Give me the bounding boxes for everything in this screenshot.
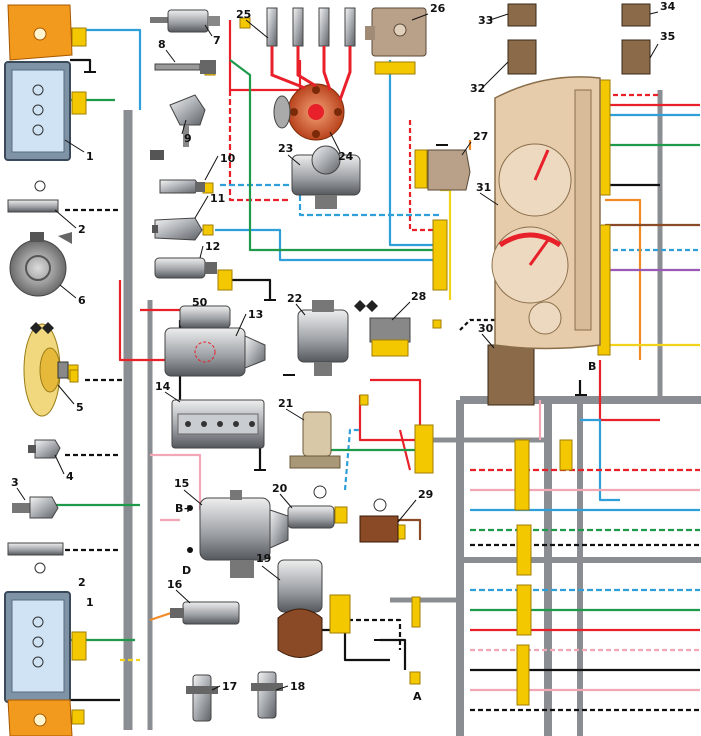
sensor-17 <box>186 674 218 722</box>
label-26: 26 <box>430 2 446 15</box>
wiper-motor <box>277 559 323 658</box>
alternator <box>187 490 289 578</box>
side-repeater-bottom <box>7 542 64 574</box>
label-29: 29 <box>418 488 433 501</box>
terminal-b-plus: B+ <box>175 502 193 515</box>
sensor-3 <box>12 496 59 519</box>
sensor-18 <box>251 671 283 719</box>
component-30 <box>487 323 535 406</box>
ground-symbols <box>84 71 587 641</box>
ignition-coil <box>291 145 361 209</box>
sensor-16 <box>170 601 240 625</box>
label-22: 22 <box>287 292 302 305</box>
distributor-cap <box>273 83 345 141</box>
sensor-12 <box>154 257 217 279</box>
label-32: 32 <box>470 82 485 95</box>
label-7: 7 <box>213 34 221 47</box>
label-13: 13 <box>248 308 263 321</box>
label-8: 8 <box>158 38 166 51</box>
label-25: 25 <box>236 8 251 21</box>
side-repeater-top <box>7 180 59 213</box>
label-24: 24 <box>338 150 354 163</box>
terminal-labels: B+ D A B <box>175 360 596 703</box>
switch-35 <box>621 39 651 75</box>
ignition-switch <box>365 7 427 57</box>
label-2-bottom: 2 <box>78 576 86 589</box>
sensor-8 <box>154 60 216 74</box>
label-3: 3 <box>11 476 19 489</box>
washer-pump <box>289 411 341 469</box>
label-9: 9 <box>184 132 192 145</box>
radiator-fan <box>23 322 69 417</box>
label-2-top: 2 <box>78 223 86 236</box>
terminal-b: B <box>588 360 596 373</box>
label-12: 12 <box>205 240 220 253</box>
label-31: 31 <box>476 181 491 194</box>
label-50: 50 <box>192 296 208 309</box>
ht-leads <box>270 46 352 101</box>
sensor-7 <box>150 9 220 33</box>
horn <box>9 232 72 297</box>
label-28: 28 <box>411 290 426 303</box>
spark-plugs <box>266 7 356 47</box>
headlight-left-top <box>4 4 73 161</box>
label-34: 34 <box>660 0 676 13</box>
label-16: 16 <box>167 578 183 591</box>
starter-motor <box>164 305 266 377</box>
terminal-d: D <box>182 564 191 577</box>
wires <box>50 20 700 712</box>
sensor-10 <box>159 179 205 194</box>
label-4: 4 <box>66 470 74 483</box>
component-labels: 1 2 3 4 5 6 7 8 9 10 11 12 13 14 15 16 1… <box>11 0 676 693</box>
component-27 <box>427 149 471 191</box>
label-17: 17 <box>222 680 237 693</box>
label-5: 5 <box>76 401 84 414</box>
sensor-4 <box>28 439 61 459</box>
label-1-top: 1 <box>86 150 94 163</box>
label-19: 19 <box>256 552 271 565</box>
label-33: 33 <box>478 14 493 27</box>
label-6: 6 <box>78 294 86 307</box>
component-29 <box>359 498 399 543</box>
label-35: 35 <box>660 30 675 43</box>
label-10: 10 <box>220 152 236 165</box>
switch-32 <box>507 39 537 75</box>
label-27: 27 <box>473 130 488 143</box>
label-20: 20 <box>272 482 288 495</box>
sensor-9 <box>150 94 206 160</box>
instrument-cluster <box>491 76 601 350</box>
label-15: 15 <box>174 477 189 490</box>
sensor-20 <box>287 485 335 529</box>
relay-28 <box>369 317 411 357</box>
label-11: 11 <box>210 192 225 205</box>
label-21: 21 <box>278 397 293 410</box>
switch-34 <box>621 3 651 27</box>
sensor-11 <box>152 217 203 241</box>
switch-33 <box>507 3 537 27</box>
battery <box>171 399 265 449</box>
label-1-bottom: 1 <box>86 596 94 609</box>
label-23: 23 <box>278 142 293 155</box>
leader-lines <box>16 11 659 691</box>
label-18: 18 <box>290 680 305 693</box>
headlight-left-bottom <box>4 591 73 736</box>
terminal-a: A <box>413 690 422 703</box>
label-30: 30 <box>478 322 494 335</box>
heater-fan-motor <box>297 300 378 376</box>
label-14: 14 <box>155 380 171 393</box>
